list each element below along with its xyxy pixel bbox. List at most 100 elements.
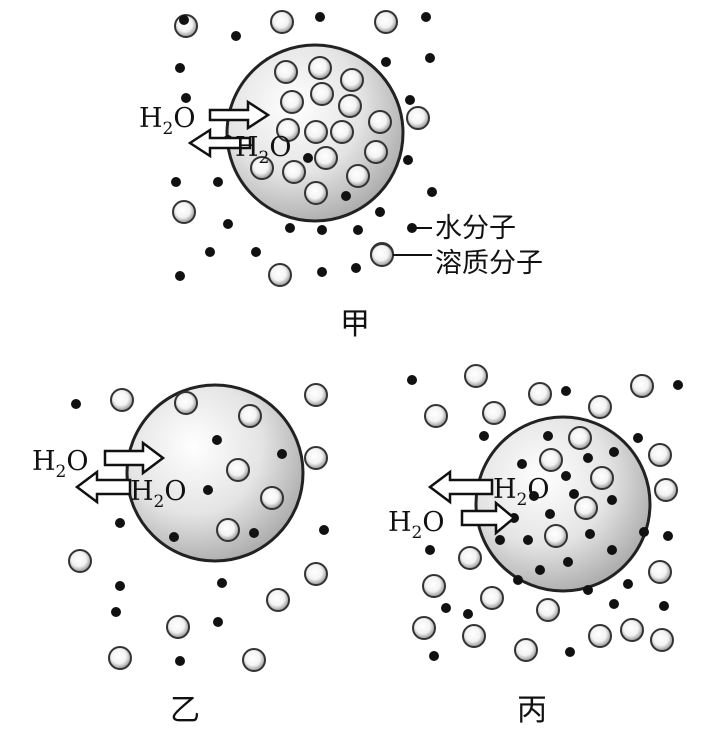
water-molecule xyxy=(175,271,185,281)
water-molecule xyxy=(495,535,505,545)
water-molecule xyxy=(463,609,473,619)
solute-molecule xyxy=(268,263,292,287)
solute-molecule xyxy=(304,383,328,407)
water-out-arrow: H2O xyxy=(74,469,187,512)
solute-molecule xyxy=(314,146,338,170)
solute-molecule xyxy=(630,374,654,398)
solute-molecule xyxy=(480,586,504,610)
water-molecule xyxy=(341,191,351,201)
solute-molecule xyxy=(374,10,398,34)
solute-molecule xyxy=(166,615,190,639)
solute-molecule xyxy=(304,562,328,586)
water-molecule xyxy=(513,575,523,585)
caption-yi: 乙 xyxy=(170,693,200,728)
water-molecule xyxy=(535,565,545,575)
solute-molecule xyxy=(464,364,488,388)
solute-molecule xyxy=(276,118,300,142)
solute-molecule xyxy=(422,574,446,598)
panel-jia: H2O H2O 水分子 溶质分子 甲 xyxy=(139,10,543,342)
solute-molecule xyxy=(304,120,328,144)
water-molecule xyxy=(217,578,227,588)
water-molecule xyxy=(403,155,413,165)
solute-molecule xyxy=(648,443,672,467)
water-molecule xyxy=(609,447,619,457)
water-out-arrow: H2O xyxy=(427,469,550,510)
solute-molecule xyxy=(280,90,304,114)
water-molecule xyxy=(351,263,361,273)
water-in-label: H2O xyxy=(139,103,196,139)
water-molecule xyxy=(375,207,385,217)
water-molecule xyxy=(427,187,437,197)
solute-molecule xyxy=(174,391,198,415)
solute-molecule xyxy=(110,388,134,412)
solute-molecule xyxy=(462,624,486,648)
water-molecule xyxy=(249,528,259,538)
water-molecule xyxy=(317,225,327,235)
solute-molecule xyxy=(539,448,563,472)
water-molecule xyxy=(115,518,125,528)
molecules-jia xyxy=(171,10,437,287)
water-molecule xyxy=(563,557,573,567)
legend-solute-circle xyxy=(370,243,394,267)
water-molecule xyxy=(407,375,417,385)
solute-molecule xyxy=(536,598,560,622)
water-molecule xyxy=(179,15,189,25)
water-molecule xyxy=(231,31,241,41)
solute-molecule xyxy=(216,518,240,542)
water-molecule xyxy=(663,531,673,541)
water-molecule xyxy=(561,386,571,396)
water-molecule xyxy=(381,57,391,67)
caption-jia: 甲 xyxy=(340,307,370,342)
water-molecule xyxy=(277,449,287,459)
solute-molecule xyxy=(310,82,334,106)
water-molecule xyxy=(545,509,555,519)
solute-molecule xyxy=(226,458,250,482)
water-molecule xyxy=(633,433,643,443)
water-molecule xyxy=(639,527,649,537)
water-molecule xyxy=(405,95,415,105)
water-molecule xyxy=(673,380,683,390)
water-molecule xyxy=(213,617,223,627)
water-in-arrow: H2O xyxy=(388,500,516,543)
water-molecule xyxy=(479,431,489,441)
water-molecule xyxy=(543,431,553,441)
solute-molecule xyxy=(330,120,354,144)
water-molecule xyxy=(659,601,669,611)
water-molecule xyxy=(523,535,533,545)
solute-molecule xyxy=(650,628,674,652)
water-molecule xyxy=(425,53,435,63)
water-molecule xyxy=(561,471,571,481)
water-molecule xyxy=(169,532,179,542)
solute-molecule xyxy=(568,426,592,450)
solute-molecule xyxy=(424,404,448,428)
water-molecule xyxy=(223,219,233,229)
solute-molecule xyxy=(368,110,392,134)
water-in-arrow: H2O xyxy=(32,440,166,482)
solute-molecule xyxy=(406,106,430,130)
solute-molecule xyxy=(242,648,266,672)
water-molecule xyxy=(181,93,191,103)
water-molecule xyxy=(213,177,223,187)
water-molecule xyxy=(353,225,363,235)
water-molecule xyxy=(303,153,313,163)
solute-molecule xyxy=(544,524,568,548)
water-molecule xyxy=(429,651,439,661)
solute-molecule xyxy=(514,638,538,662)
solute-molecule xyxy=(260,486,284,510)
panel-yi: H2O H2O 乙 xyxy=(32,383,329,728)
molecules-yi xyxy=(68,383,329,672)
solute-molecule xyxy=(482,401,506,425)
water-molecule xyxy=(569,489,579,499)
solute-molecule xyxy=(412,616,436,640)
water-molecule xyxy=(607,545,617,555)
water-molecule xyxy=(115,581,125,591)
solute-molecule xyxy=(304,181,328,205)
solute-molecule xyxy=(108,646,132,670)
water-in-label: H2O xyxy=(388,507,445,543)
water-molecule xyxy=(607,495,617,505)
molecules-bing xyxy=(407,364,683,662)
water-molecule xyxy=(175,656,185,666)
solute-molecule xyxy=(68,549,92,573)
water-molecule xyxy=(441,603,451,613)
